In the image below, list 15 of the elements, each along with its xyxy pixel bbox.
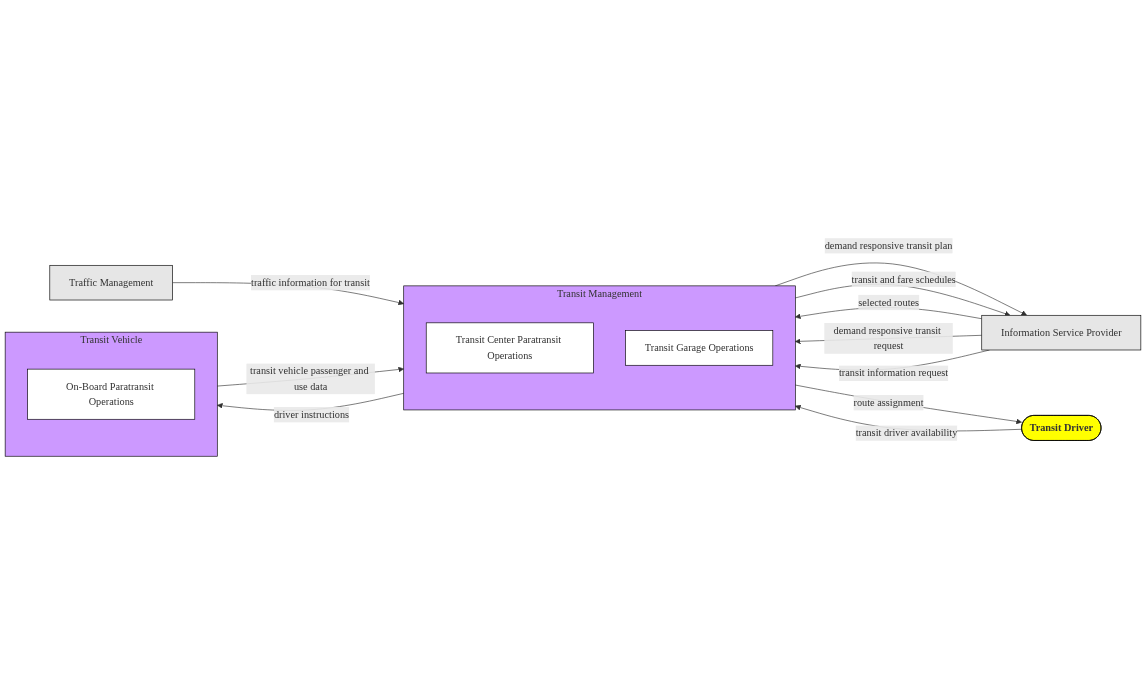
edge-label: traffic information for transit bbox=[251, 276, 370, 288]
edge-label: route assignment bbox=[853, 396, 924, 408]
edge-label: driver instructions bbox=[273, 408, 350, 420]
edge-label: selected routes bbox=[858, 296, 920, 308]
node-box: Transit Center Paratransit Operations bbox=[425, 322, 594, 374]
edge-label: transit and fare schedules bbox=[851, 273, 956, 285]
edge-label: demand responsive transit request bbox=[833, 324, 941, 352]
edge-label: transit information request bbox=[838, 367, 949, 379]
node-box: Transit Garage Operations bbox=[625, 330, 774, 366]
edge-label: transit driver availability bbox=[855, 427, 958, 439]
edge-label: transit vehicle passenger and use data bbox=[250, 365, 369, 392]
node-box: On-Board Paratransit Operations bbox=[27, 368, 196, 420]
edge-label: demand responsive transit plan bbox=[824, 239, 953, 251]
node-box: Information Service Provider bbox=[981, 314, 1142, 351]
node-box: Traffic Management bbox=[49, 264, 173, 301]
